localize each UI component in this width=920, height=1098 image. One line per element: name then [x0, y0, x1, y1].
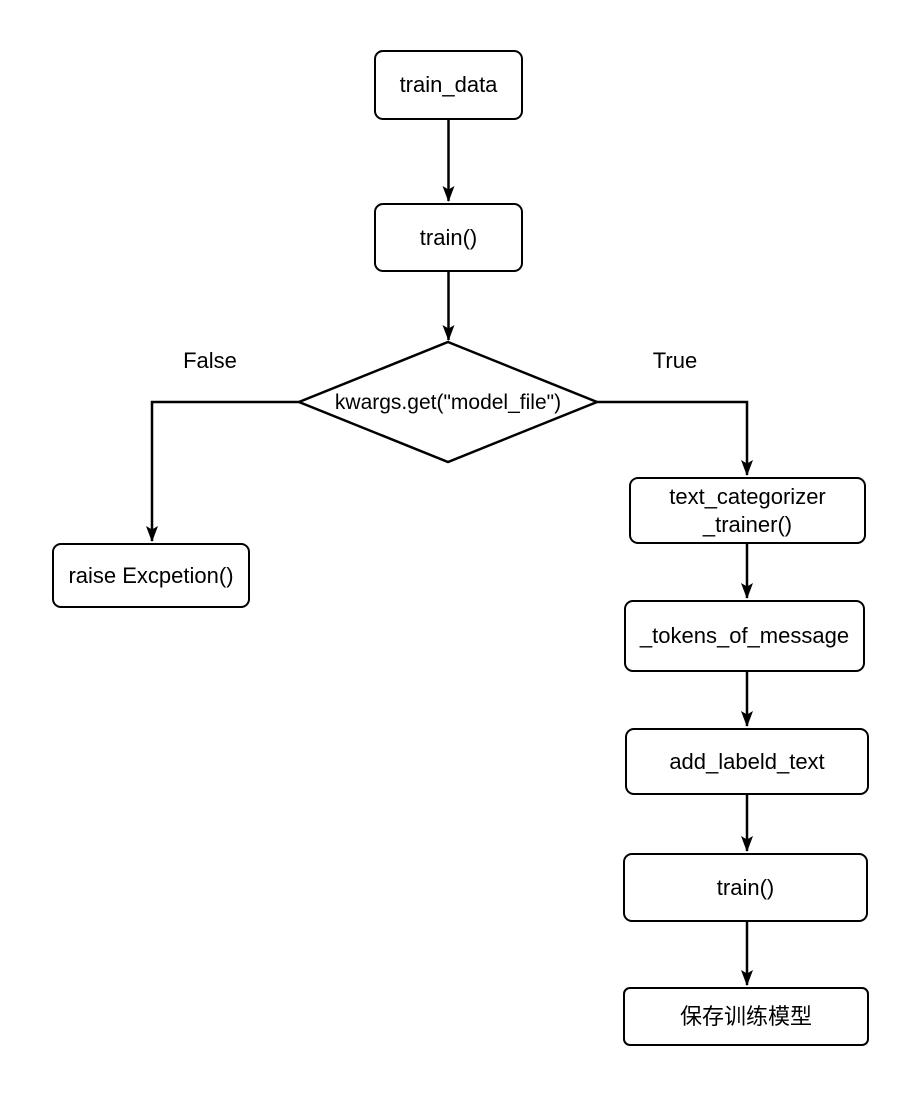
node-save-model-label: 保存训练模型	[679, 1003, 812, 1029]
node-tokens-of-message-label: _tokens_of_message	[639, 623, 850, 649]
node-train-data-label: train_data	[399, 72, 498, 98]
node-train-call-2: train()	[623, 853, 868, 922]
node-save-model: 保存训练模型	[623, 987, 869, 1046]
decision-diamond-shape	[295, 340, 601, 464]
node-train-call-2-label: train()	[716, 874, 775, 900]
node-tokens-of-message: _tokens_of_message	[624, 600, 865, 672]
edge-label-false: False	[183, 348, 237, 373]
edge-decision-true-to-text-categorizer	[597, 400, 753, 476]
edge-decision-false-to-raise-exception	[146, 400, 299, 542]
node-raise-exception-label: raise Excpetion()	[68, 562, 234, 588]
node-add-labeld-text-label: add_labeld_text	[669, 748, 825, 774]
node-raise-exception: raise Excpetion()	[52, 543, 250, 608]
node-decision-label: kwargs.get("model_file")	[334, 391, 562, 414]
node-text-categorizer-trainer: text_categorizer _trainer()	[629, 477, 866, 544]
edge-label-true: True	[652, 348, 698, 373]
node-train-call-1: train()	[374, 203, 523, 272]
node-add-labeld-text: add_labeld_text	[625, 728, 869, 795]
node-train-data: train_data	[374, 50, 523, 120]
node-text-categorizer-trainer-line1: text_categorizer	[669, 484, 826, 509]
node-text-categorizer-trainer-line2: _trainer()	[702, 511, 793, 537]
node-train-call-1-label: train()	[419, 224, 478, 250]
